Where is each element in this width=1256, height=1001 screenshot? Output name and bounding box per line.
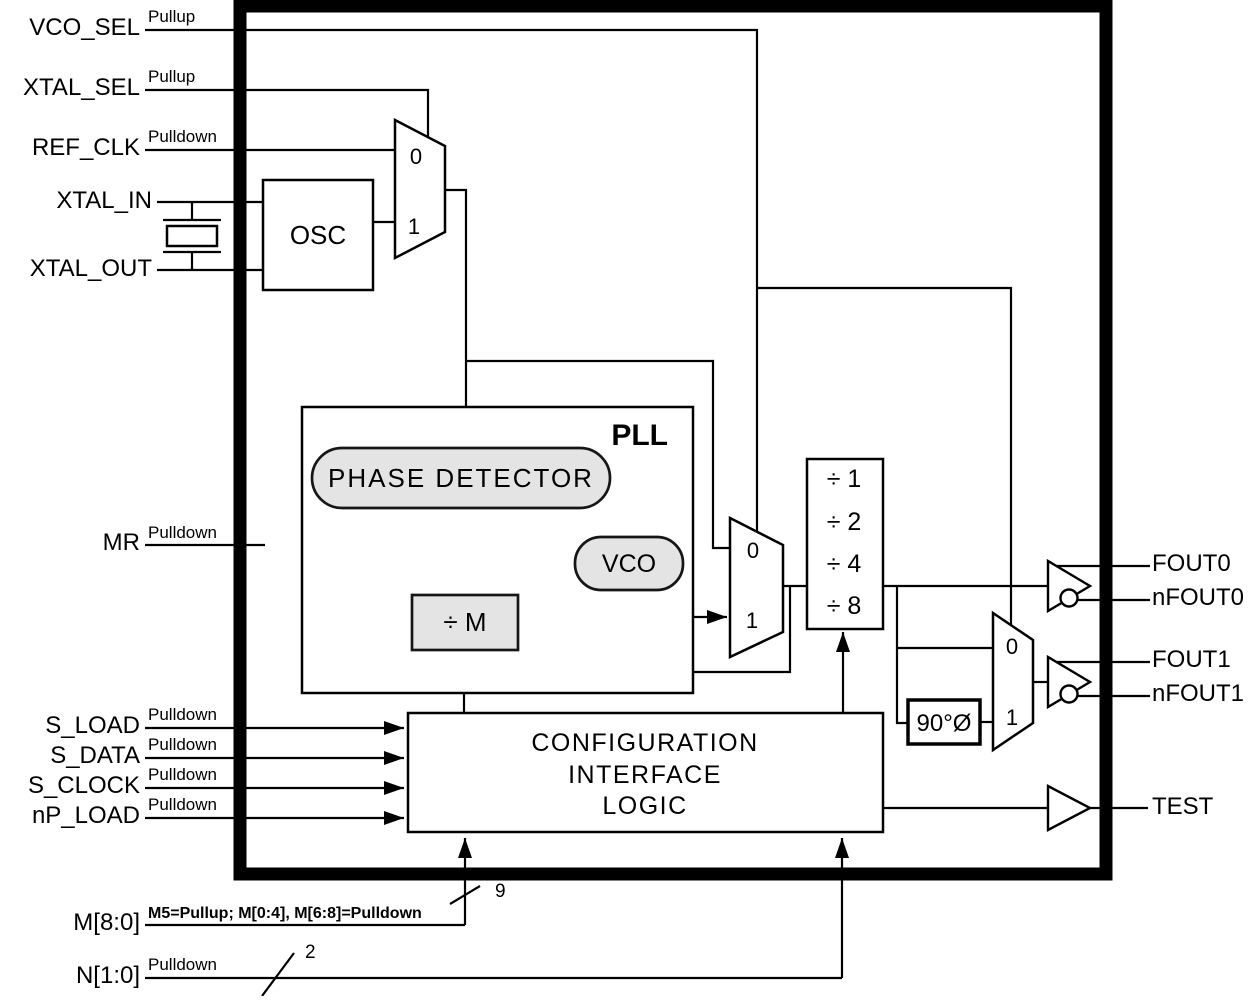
divider-row-1: ÷ 1 — [827, 465, 862, 493]
crystal-symbol — [163, 202, 221, 270]
config-logic-line-1: CONFIGURATION — [531, 729, 758, 757]
fout1-buffer — [1046, 654, 1150, 710]
pin-label-xtal-in: XTAL_IN — [56, 187, 152, 214]
fout1-mux-in1-label: 1 — [1006, 705, 1018, 730]
pin-label-s-load: S_LOAD — [45, 712, 140, 739]
pin-label-nfout1: nFOUT1 — [1152, 680, 1244, 707]
pin-label-xtal-sel: XTAL_SEL — [23, 74, 140, 101]
pll-label: PLL — [611, 419, 668, 452]
wire-divider-branch-phase — [895, 586, 908, 725]
divider-row-2: ÷ 2 — [827, 508, 862, 536]
wire-refmux-branch — [466, 359, 730, 550]
vco-mux-in0-label: 0 — [747, 538, 759, 563]
osc-label: OSC — [290, 220, 346, 250]
phase-detector-block — [310, 446, 612, 510]
pull-label-ref-clk: Pulldown — [148, 127, 217, 146]
crystal-body — [165, 224, 219, 248]
vco-mux-in1-label: 1 — [746, 608, 758, 633]
pull-label-m-bus: M5=Pullup; M[0:4], M[6:8]=Pulldown — [148, 905, 422, 922]
left-pin-labels: VCO_SEL XTAL_SEL REF_CLK XTAL_IN XTAL_OU… — [23, 14, 152, 989]
test-buffer — [1046, 784, 1148, 832]
m-divider-label: ÷ M — [443, 607, 486, 637]
divider-row-3: ÷ 4 — [827, 550, 862, 578]
m-bus-slash — [449, 885, 481, 905]
pull-label-s-clock: Pulldown — [148, 765, 217, 784]
pull-label-n-bus: Pulldown — [148, 955, 217, 974]
pull-label-mr: Pulldown — [148, 523, 217, 542]
pull-label-s-load: Pulldown — [148, 705, 217, 724]
config-logic-line-3: LOGIC — [602, 792, 687, 820]
pin-label-m-bus: M[8:0] — [73, 909, 140, 936]
n-bus-width: 2 — [305, 942, 316, 963]
output-divider-block — [805, 457, 885, 631]
phase-shifter-label: 90°Ø — [917, 710, 972, 737]
pin-label-n-bus: N[1:0] — [76, 962, 140, 989]
wire-vco-sel-branch — [757, 286, 1013, 625]
wire-xtal-sel — [145, 88, 430, 137]
config-logic-line-2: INTERFACE — [568, 761, 722, 789]
chip-boundary — [233, 0, 1113, 881]
fout1-mux-in0-label: 0 — [1006, 634, 1018, 659]
ref-mux — [393, 117, 447, 261]
m-divider-block — [410, 593, 520, 652]
pin-label-nfout0: nFOUT0 — [1152, 584, 1244, 611]
pin-label-xtal-out: XTAL_OUT — [30, 255, 153, 282]
m-bus-width: 9 — [495, 881, 506, 902]
test-buffer-triangle — [1046, 784, 1093, 832]
pin-label-test: TEST — [1152, 793, 1214, 820]
pull-labels: Pullup Pullup Pulldown Pulldown Pulldown… — [148, 7, 422, 974]
fout0-buffer — [1046, 558, 1150, 614]
fout1-buffer-bubble — [1059, 684, 1079, 704]
vco-block — [573, 535, 685, 592]
pin-label-ref-clk: REF_CLK — [32, 134, 140, 161]
config-logic-block — [406, 711, 885, 834]
ref-mux-in1-label: 1 — [408, 214, 420, 239]
n-bus-slash — [261, 952, 295, 997]
pull-label-vco-sel: Pullup — [148, 7, 195, 26]
pin-label-fout0: FOUT0 — [1152, 550, 1231, 577]
pin-label-np-load: nP_LOAD — [32, 802, 140, 829]
phase-shifter-block — [906, 698, 982, 746]
fout0-buffer-bubble — [1059, 588, 1079, 608]
vco-label: VCO — [602, 550, 656, 578]
divider-row-4: ÷ 8 — [827, 592, 862, 620]
pull-label-s-data: Pulldown — [148, 735, 217, 754]
wire-vco-sel — [145, 28, 759, 532]
fout1-mux — [991, 610, 1035, 753]
phase-detector-label: PHASE DETECTOR — [328, 463, 594, 493]
left-pin-wires — [145, 28, 1013, 997]
pin-label-s-data: S_DATA — [50, 742, 140, 769]
pin-label-s-clock: S_CLOCK — [28, 772, 140, 799]
pin-label-mr: MR — [103, 529, 140, 556]
vco-mux — [728, 515, 785, 659]
pull-label-xtal-sel: Pullup — [148, 67, 195, 86]
ref-mux-in0-label: 0 — [410, 144, 422, 169]
pin-label-vco-sel: VCO_SEL — [29, 14, 140, 41]
osc-block — [261, 178, 375, 292]
pin-label-fout1: FOUT1 — [1152, 646, 1231, 673]
right-pin-labels: FOUT0 nFOUT0 FOUT1 nFOUT1 TEST — [1152, 550, 1244, 820]
pull-label-np-load: Pulldown — [148, 795, 217, 814]
